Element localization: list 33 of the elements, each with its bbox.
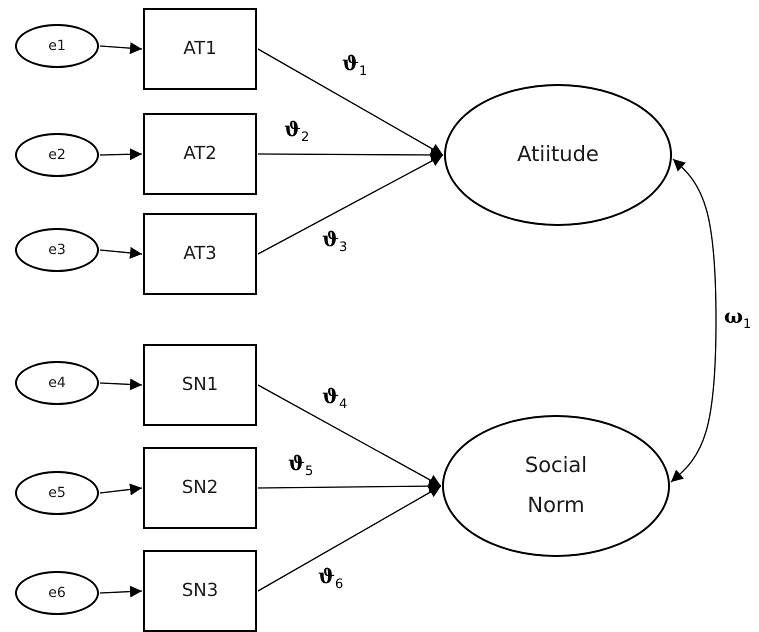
indicator-box bbox=[143, 344, 257, 426]
arrow bbox=[258, 384, 442, 487]
arrow bbox=[100, 246, 142, 259]
arrow bbox=[258, 48, 444, 156]
arrow bbox=[100, 378, 142, 390]
indicator-box bbox=[143, 213, 257, 295]
arrow bbox=[100, 483, 142, 496]
indicator-box bbox=[143, 8, 257, 90]
indicator-box bbox=[143, 447, 257, 529]
node-label: Atiitude bbox=[517, 141, 599, 168]
node-label: Social Norm bbox=[524, 452, 588, 519]
node-label: e6 bbox=[48, 584, 66, 602]
node-label: AT1 bbox=[183, 38, 217, 60]
covariance-arrow bbox=[670, 158, 717, 482]
node-label: e5 bbox=[48, 484, 66, 502]
indicator-box bbox=[143, 550, 257, 632]
arrow bbox=[258, 485, 442, 592]
node-label: SN2 bbox=[182, 477, 218, 499]
node-label: e4 bbox=[48, 374, 66, 392]
node-label: SN1 bbox=[182, 374, 218, 396]
node-label: e1 bbox=[48, 38, 66, 54]
node-label: e3 bbox=[48, 242, 66, 258]
arrow bbox=[100, 42, 142, 54]
indicator-box bbox=[143, 113, 257, 195]
arrow bbox=[258, 480, 441, 492]
arrow bbox=[258, 154, 444, 255]
arrow bbox=[258, 148, 443, 161]
node-label: e2 bbox=[48, 146, 66, 164]
arrow bbox=[100, 586, 142, 598]
node-label: AT2 bbox=[183, 143, 217, 165]
arrow bbox=[100, 148, 142, 160]
node-label: AT3 bbox=[183, 243, 217, 265]
node-label: SN3 bbox=[182, 580, 218, 602]
